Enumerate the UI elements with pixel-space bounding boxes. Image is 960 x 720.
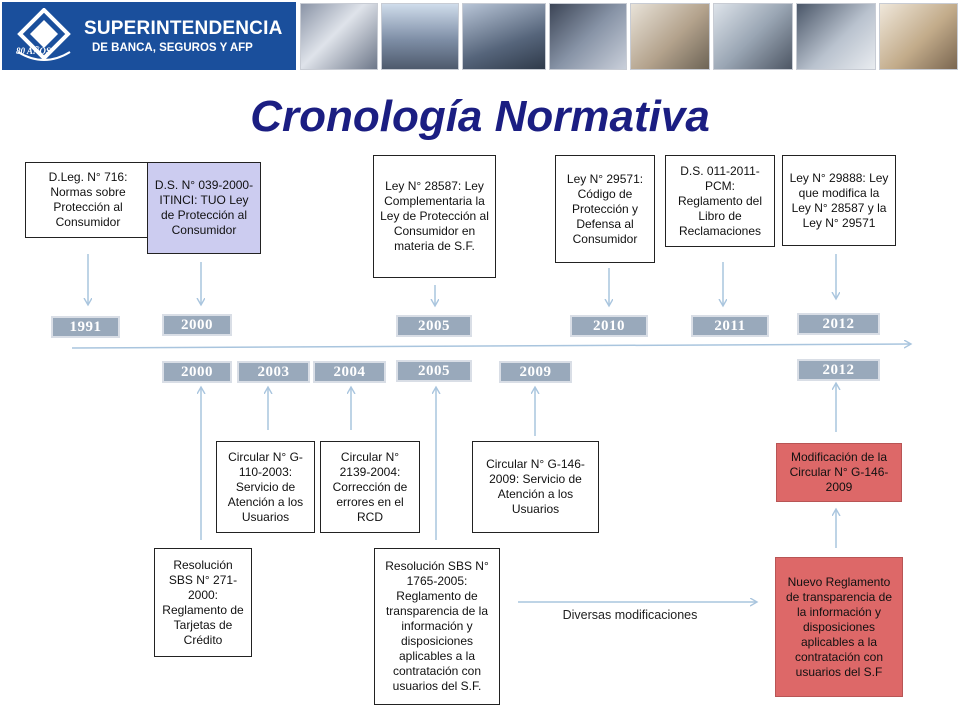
year-tag-2012-bottom: 2012 bbox=[797, 359, 880, 381]
modifications-label: Diversas modificaciones bbox=[562, 608, 698, 622]
sbs-logo[interactable]: 80 AÑOS SUPERINTENDENCIA DE BANCA, SEGUR… bbox=[2, 2, 296, 70]
logo-title: SUPERINTENDENCIA bbox=[84, 18, 283, 39]
box-res-sbs-1765-2005: Resolución SBS N° 1765-2005: Reglamento … bbox=[374, 548, 500, 705]
box-res-sbs-271-2000: Resolución SBS N° 271-2000: Reglamento d… bbox=[154, 548, 252, 657]
box-modificacion-g-146-2009: Modificación de la Circular N° G-146-200… bbox=[776, 443, 902, 502]
box-ds-039-2000: D.S. N° 039-2000-ITINCI: TUO Ley de Prot… bbox=[147, 162, 261, 254]
box-ley-28587: Ley N° 28587: Ley Complementaria la Ley … bbox=[373, 155, 496, 278]
year-tag-2004: 2004 bbox=[313, 361, 386, 383]
hand-writing-photo bbox=[549, 3, 627, 70]
business-meeting-photo bbox=[630, 3, 710, 70]
signing-document-photo bbox=[879, 3, 958, 70]
year-tag-2010: 2010 bbox=[570, 315, 648, 337]
year-tag-1991: 1991 bbox=[51, 316, 120, 338]
logo-subtitle: DE BANCA, SEGUROS Y AFP bbox=[92, 42, 253, 54]
page-title: Cronología Normativa bbox=[250, 92, 710, 141]
credit-card-photo bbox=[300, 3, 378, 70]
year-tag-2000-bottom: 2000 bbox=[162, 361, 232, 383]
year-tag-2009: 2009 bbox=[499, 361, 572, 383]
box-dleg-716: D.Leg. N° 716: Normas sobre Protección a… bbox=[25, 162, 151, 238]
year-tag-2005-top: 2005 bbox=[396, 315, 472, 337]
timeline-axis bbox=[71, 344, 910, 349]
year-tag-2003: 2003 bbox=[237, 361, 310, 383]
year-tag-2005-bottom: 2005 bbox=[396, 360, 472, 382]
handshake-photo bbox=[796, 3, 876, 70]
box-ds-011-2011: D.S. 011-2011-PCM: Reglamento del Libro … bbox=[665, 155, 775, 247]
anniversary-badge: 80 AÑOS bbox=[16, 46, 51, 56]
box-ley-29888: Ley N° 29888: Ley que modifica la Ley N°… bbox=[782, 155, 896, 246]
header-banner: 80 AÑOS SUPERINTENDENCIA DE BANCA, SEGUR… bbox=[0, 0, 960, 74]
office-building-photo bbox=[381, 3, 459, 70]
year-tag-2012-top: 2012 bbox=[797, 313, 880, 335]
year-tag-2000-top: 2000 bbox=[162, 314, 232, 336]
card-reader-photo bbox=[713, 3, 793, 70]
box-circular-2139-2004: Circular N° 2139-2004: Corrección de err… bbox=[320, 441, 420, 533]
box-nuevo-reglamento: Nuevo Reglamento de transparencia de la … bbox=[775, 557, 903, 697]
box-circular-g-146-2009: Circular N° G-146-2009: Servicio de Aten… bbox=[472, 441, 599, 533]
keyboard-enter-key-photo bbox=[462, 3, 546, 70]
box-circular-g-110-2003: Circular N° G-110-2003: Servicio de Aten… bbox=[216, 441, 315, 533]
sbs-emblem-icon bbox=[17, 8, 71, 61]
year-tag-2011: 2011 bbox=[691, 315, 769, 337]
box-ley-29571: Ley N° 29571: Código de Protección y Def… bbox=[555, 155, 655, 263]
